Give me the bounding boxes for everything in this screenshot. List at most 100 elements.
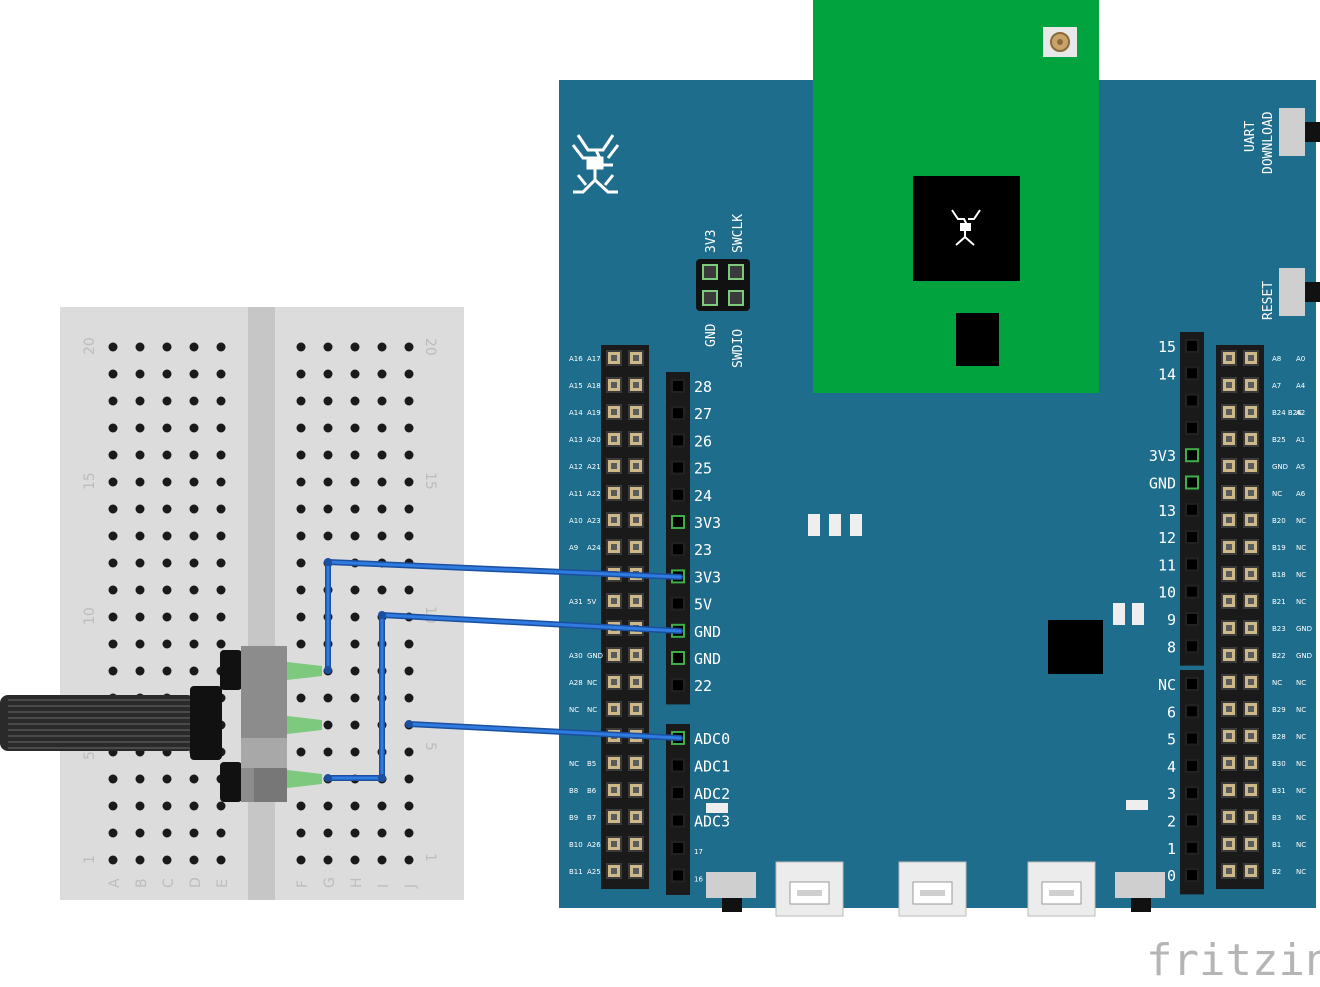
breadboard-hole[interactable] [377, 369, 387, 379]
breadboard-hole[interactable] [296, 450, 306, 460]
breadboard-hole[interactable] [350, 855, 360, 865]
breadboard-hole[interactable] [189, 585, 199, 595]
breadboard-hole[interactable] [377, 396, 387, 406]
inner-left-pin[interactable] [671, 515, 685, 529]
breadboard-hole[interactable] [377, 585, 387, 595]
inner-right-low-pin[interactable] [1185, 704, 1199, 719]
breadboard-hole[interactable] [404, 639, 414, 649]
breadboard-hole[interactable] [296, 396, 306, 406]
breadboard-hole[interactable] [323, 423, 333, 433]
breadboard-hole[interactable] [350, 531, 360, 541]
breadboard-hole[interactable] [189, 504, 199, 514]
breadboard-hole[interactable] [404, 828, 414, 838]
breadboard-hole[interactable] [216, 639, 226, 649]
breadboard-hole[interactable] [296, 423, 306, 433]
breadboard-hole[interactable] [189, 450, 199, 460]
usb-port-2[interactable] [898, 861, 967, 917]
breadboard-hole[interactable] [296, 504, 306, 514]
breadboard-hole[interactable] [296, 612, 306, 622]
breadboard-hole[interactable] [323, 855, 333, 865]
breadboard-hole[interactable] [216, 342, 226, 352]
inner-left-pin[interactable] [671, 379, 685, 393]
breadboard-hole[interactable] [162, 342, 172, 352]
breadboard-hole[interactable] [108, 855, 118, 865]
swd-pin-3v3[interactable] [702, 264, 718, 280]
inner-left-pin[interactable] [671, 406, 685, 421]
breadboard-hole[interactable] [323, 801, 333, 811]
breadboard-hole[interactable] [323, 504, 333, 514]
breadboard-hole[interactable] [216, 585, 226, 595]
breadboard-hole[interactable] [135, 450, 145, 460]
breadboard-hole[interactable] [377, 801, 387, 811]
breadboard-hole[interactable] [350, 477, 360, 487]
breadboard-hole[interactable] [189, 774, 199, 784]
inner-right-pin[interactable] [1185, 475, 1199, 490]
breadboard-hole[interactable] [189, 801, 199, 811]
breadboard-hole[interactable] [404, 477, 414, 487]
swd-pin-swclk[interactable] [728, 264, 744, 280]
breadboard-hole[interactable] [404, 423, 414, 433]
breadboard-hole[interactable] [189, 558, 199, 568]
breadboard-hole[interactable] [296, 639, 306, 649]
inner-right-pin[interactable] [1185, 448, 1199, 463]
breadboard-hole[interactable] [135, 477, 145, 487]
inner-right-pin[interactable] [1185, 339, 1199, 353]
breadboard-hole[interactable] [135, 828, 145, 838]
wire-adc0[interactable] [406, 721, 683, 741]
breadboard-hole[interactable] [377, 504, 387, 514]
breadboard-hole[interactable] [296, 693, 306, 703]
breadboard-hole[interactable] [216, 828, 226, 838]
breadboard-hole[interactable] [108, 639, 118, 649]
usb-port-1[interactable] [775, 861, 844, 917]
inner-right-low-pin[interactable] [1185, 868, 1199, 883]
breadboard-hole[interactable] [404, 693, 414, 703]
breadboard-hole[interactable] [350, 639, 360, 649]
breadboard-hole[interactable] [108, 558, 118, 568]
breadboard-hole[interactable] [216, 558, 226, 568]
breadboard-hole[interactable] [162, 558, 172, 568]
breadboard-hole[interactable] [350, 342, 360, 352]
breadboard-hole[interactable] [404, 396, 414, 406]
breadboard-hole[interactable] [350, 747, 360, 757]
inner-right-low-pin[interactable] [1185, 677, 1199, 691]
breadboard-hole[interactable] [135, 342, 145, 352]
breadboard-hole[interactable] [323, 342, 333, 352]
breadboard-hole[interactable] [189, 828, 199, 838]
inner-left-adc-pin[interactable] [671, 786, 685, 800]
breadboard-hole[interactable] [135, 396, 145, 406]
breadboard-hole[interactable] [189, 396, 199, 406]
breadboard-hole[interactable] [162, 801, 172, 811]
breadboard-hole[interactable] [162, 639, 172, 649]
breadboard-hole[interactable] [189, 855, 199, 865]
breadboard-hole[interactable] [135, 774, 145, 784]
wire-gnd[interactable] [325, 612, 683, 781]
bottom-switch-left[interactable] [706, 872, 756, 898]
reset-button[interactable] [1279, 268, 1305, 316]
breadboard-hole[interactable] [162, 612, 172, 622]
inner-left-pin[interactable] [671, 433, 685, 448]
breadboard-hole[interactable] [323, 396, 333, 406]
breadboard-hole[interactable] [189, 531, 199, 541]
breadboard-hole[interactable] [350, 693, 360, 703]
breadboard-hole[interactable] [135, 423, 145, 433]
breadboard-hole[interactable] [404, 666, 414, 676]
breadboard-hole[interactable] [216, 450, 226, 460]
breadboard-hole[interactable] [216, 477, 226, 487]
breadboard-hole[interactable] [135, 504, 145, 514]
breadboard-hole[interactable] [350, 666, 360, 676]
inner-right-low-pin[interactable] [1185, 786, 1199, 801]
usb-port-3[interactable] [1027, 861, 1096, 917]
breadboard-hole[interactable] [108, 585, 118, 595]
breadboard-hole[interactable] [135, 612, 145, 622]
breadboard-hole[interactable] [189, 639, 199, 649]
breadboard-hole[interactable] [135, 639, 145, 649]
breadboard-hole[interactable] [296, 531, 306, 541]
breadboard-hole[interactable] [108, 828, 118, 838]
breadboard-hole[interactable] [323, 828, 333, 838]
inner-right-pin[interactable] [1185, 393, 1199, 408]
inner-right-pin[interactable] [1185, 584, 1199, 599]
breadboard-hole[interactable] [296, 342, 306, 352]
breadboard-hole[interactable] [135, 666, 145, 676]
breadboard-hole[interactable] [216, 396, 226, 406]
breadboard-hole[interactable] [162, 423, 172, 433]
